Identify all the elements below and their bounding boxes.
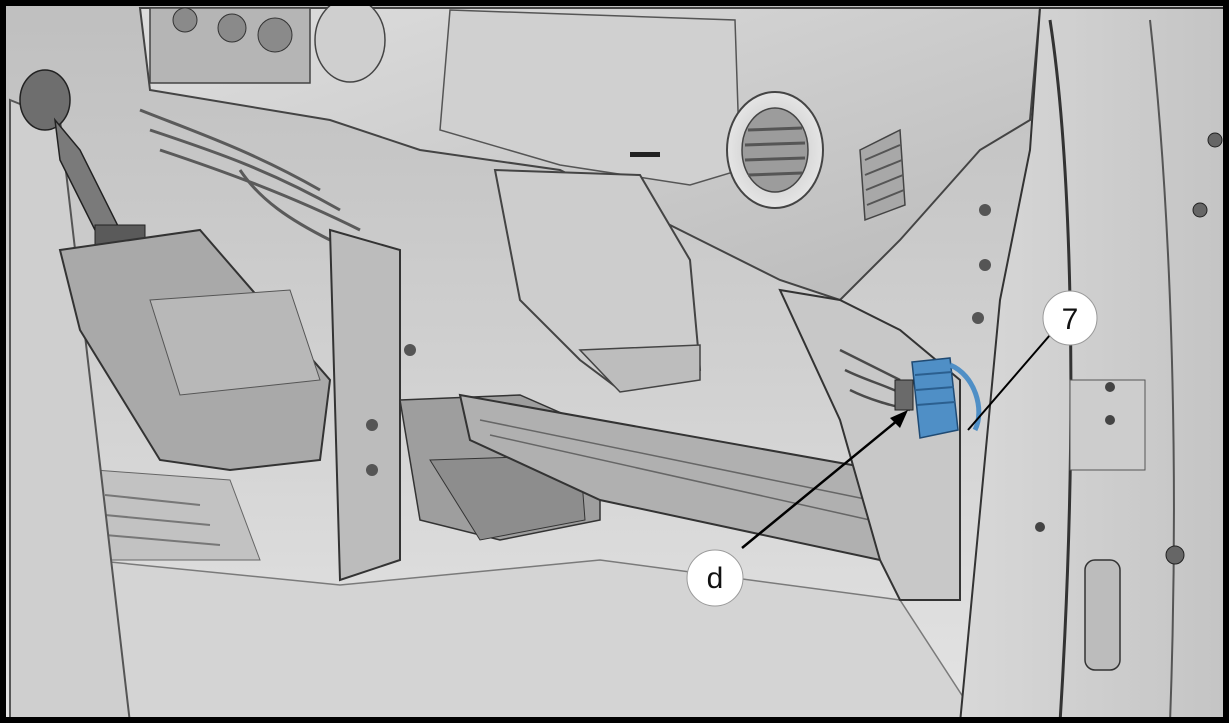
leader-line-d bbox=[741, 419, 899, 549]
cross-car-beam bbox=[458, 393, 881, 562]
door-frame bbox=[958, 7, 1229, 723]
callout-7-label: 7 bbox=[1062, 303, 1079, 336]
callout-d-label: d bbox=[707, 562, 724, 595]
leader-line-7 bbox=[967, 334, 1051, 431]
center-console-controls bbox=[149, 0, 386, 84]
callout-7: 7 bbox=[1042, 290, 1098, 346]
side-air-vent bbox=[859, 128, 906, 222]
callout-d: d bbox=[686, 549, 744, 607]
center-support-bracket bbox=[328, 228, 401, 582]
door-slot bbox=[1084, 559, 1121, 671]
arrowhead-d bbox=[890, 410, 908, 428]
blue-connector bbox=[894, 357, 982, 439]
upper-wiring-harness bbox=[139, 108, 361, 242]
round-air-vent bbox=[726, 91, 824, 209]
glovebox-recess bbox=[439, 9, 741, 186]
